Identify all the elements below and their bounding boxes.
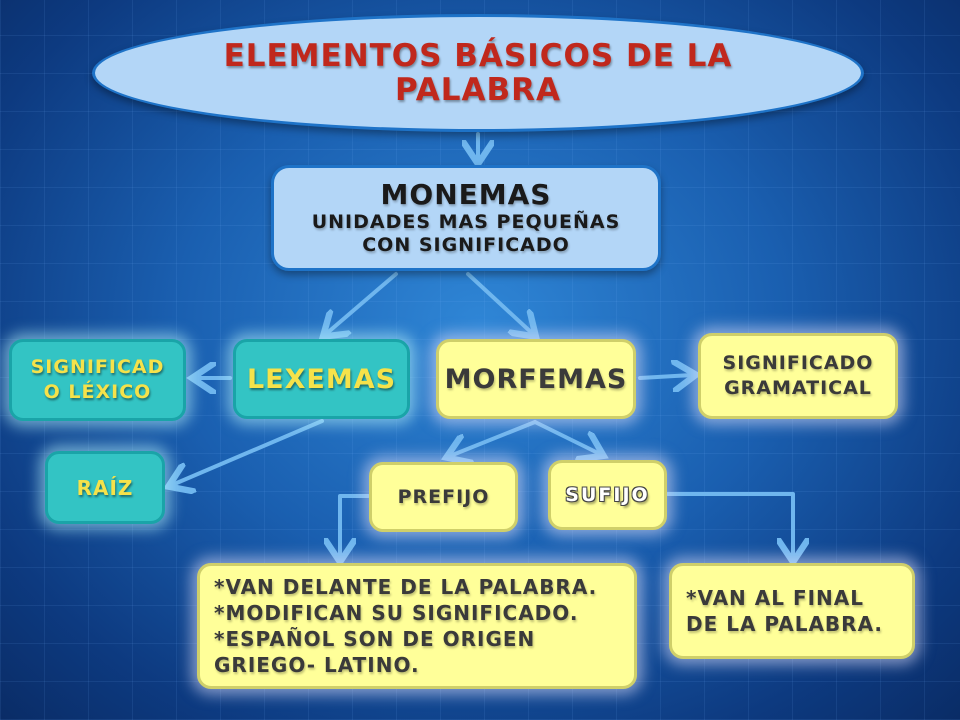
prefijo-desc-line-1: *VAN DELANTE DE LA PALABRA. bbox=[214, 575, 598, 599]
prefijo-label: PREFIJO bbox=[397, 486, 490, 508]
significado-gramatical-line-1: SIGNIFICADO bbox=[722, 352, 874, 374]
arrow-monemas-to-morfemas bbox=[466, 272, 533, 334]
morfemas-label: MORFEMAS bbox=[444, 363, 628, 395]
raiz-label: RAÍZ bbox=[76, 475, 134, 500]
significado-gramatical-box: SIGNIFICADO GRAMATICAL bbox=[698, 333, 898, 419]
significado-lexico-line-2: O LÉXICO bbox=[43, 381, 152, 403]
significado-lexico-box: SIGNIFICAD O LÉXICO bbox=[9, 339, 186, 421]
prefijo-description-box: *VAN DELANTE DE LA PALABRA. *MODIFICAN S… bbox=[197, 563, 637, 689]
title-ellipse: ELEMENTOS BÁSICOS DE LA PALABRA bbox=[92, 14, 864, 132]
sufijo-box: SUFIJO bbox=[548, 460, 667, 530]
sufijo-description-box: *VAN AL FINAL DE LA PALABRA. bbox=[669, 563, 915, 659]
arrow-morfemas-to-sufijo bbox=[533, 420, 600, 454]
sufijo-desc-line-1: *VAN AL FINAL bbox=[686, 586, 865, 610]
prefijo-desc-line-2: *MODIFICAN SU SIGNIFICADO. bbox=[214, 601, 579, 625]
title-line-2: PALABRA bbox=[394, 72, 562, 108]
significado-lexico-line-1: SIGNIFICAD bbox=[30, 356, 165, 378]
sufijo-label: SUFIJO bbox=[565, 484, 650, 506]
arrow-monemas-to-lexemas bbox=[326, 272, 398, 334]
monemas-desc-line-1: UNIDADES MAS PEQUEÑAS bbox=[311, 211, 621, 233]
arrow-morfemas-to-prefijo bbox=[450, 420, 537, 456]
morfemas-box: MORFEMAS bbox=[436, 339, 636, 419]
monemas-desc-line-2: CON SIGNIFICADO bbox=[362, 234, 570, 256]
arrow-prefijo-to-description bbox=[340, 494, 370, 558]
monemas-box: MONEMAS UNIDADES MAS PEQUEÑAS CON SIGNIF… bbox=[271, 165, 661, 271]
lexemas-box: LEXEMAS bbox=[233, 339, 410, 419]
arrow-sufijo-to-description bbox=[666, 492, 793, 558]
sufijo-desc-line-2: DE LA PALABRA. bbox=[686, 612, 884, 636]
prefijo-desc-line-4: GRIEGO- LATINO. bbox=[214, 653, 420, 677]
prefijo-box: PREFIJO bbox=[369, 462, 518, 532]
significado-gramatical-line-2: GRAMATICAL bbox=[724, 377, 872, 399]
arrow-lexemas-to-raiz bbox=[172, 419, 324, 485]
arrow-morfemas-to-significado-gramatical bbox=[638, 375, 692, 378]
lexemas-label: LEXEMAS bbox=[246, 363, 397, 395]
monemas-label: MONEMAS bbox=[380, 178, 552, 211]
prefijo-desc-line-3: *ESPAÑOL SON DE ORIGEN bbox=[214, 627, 536, 651]
raiz-box: RAÍZ bbox=[45, 451, 165, 524]
title-line-1: ELEMENTOS BÁSICOS DE LA bbox=[223, 38, 733, 74]
